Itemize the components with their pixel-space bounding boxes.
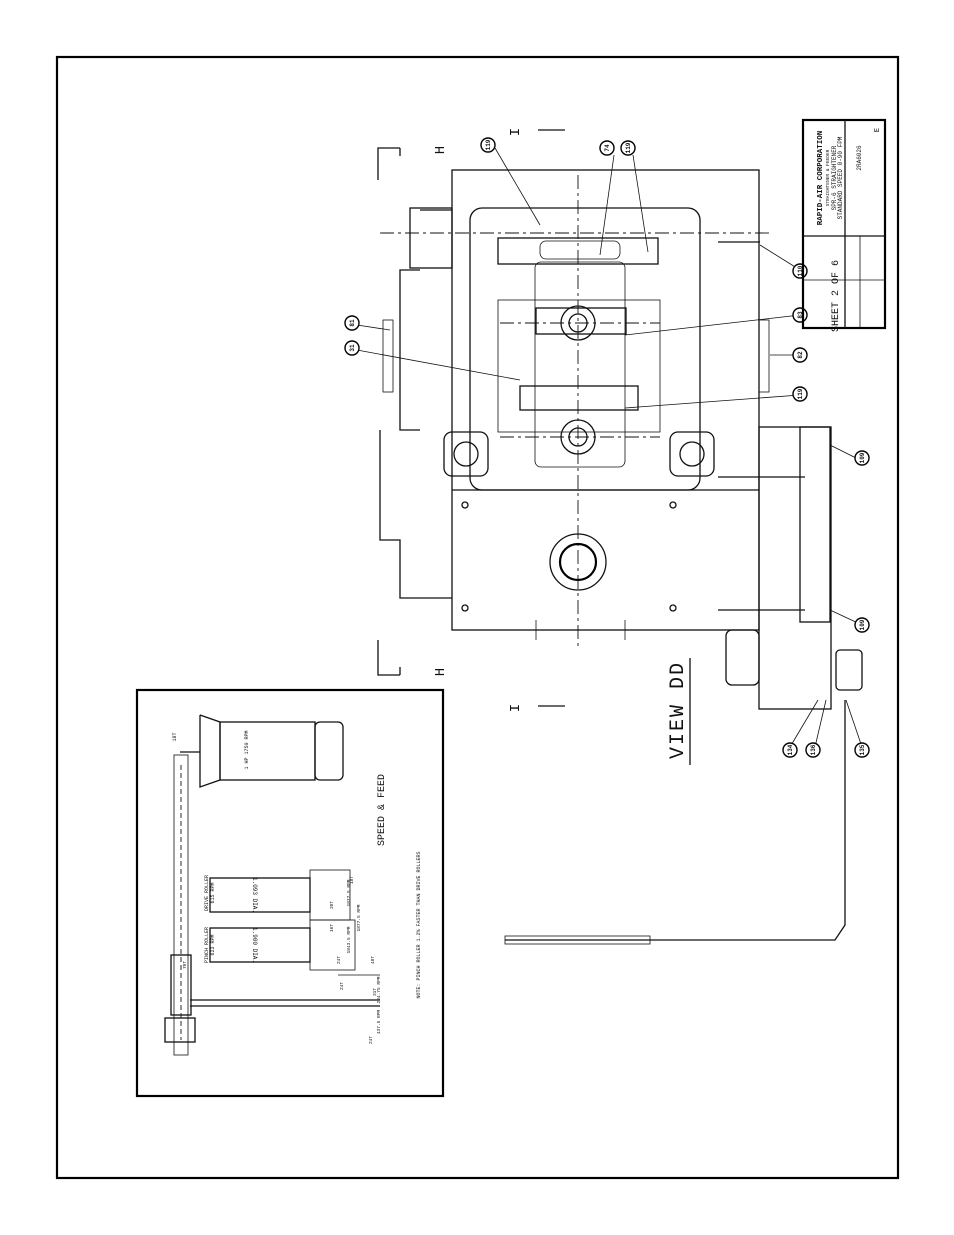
balloon: 119 — [620, 140, 636, 156]
svg-text:74: 74 — [604, 144, 611, 152]
svg-text:82: 82 — [797, 351, 804, 359]
svg-text:109: 109 — [859, 452, 866, 463]
main-frame — [451, 169, 760, 631]
balloon: 110 — [792, 263, 808, 279]
svg-text:110: 110 — [797, 265, 804, 276]
title-company: RAPID-AIR CORPORATION — [817, 131, 825, 226]
gear-label: 16T — [329, 924, 335, 932]
rpm-label: 437.5 RPM — [376, 1010, 382, 1035]
svg-text:119: 119 — [797, 388, 804, 399]
main-view: H H I I — [377, 128, 863, 945]
sheet-border — [55, 55, 900, 1180]
section-mark-h-bottom: H — [433, 668, 449, 676]
gear-label: 70T — [182, 961, 188, 969]
title-block: RAPID-AIR CORPORATION STRAIGHTENER & FEE… — [801, 118, 887, 332]
balloon: 135 — [854, 742, 870, 758]
balloon: 136 — [805, 742, 821, 758]
title-subtitle: STRAIGHTENER & FEEDER — [825, 149, 831, 206]
svg-text:83: 83 — [797, 311, 804, 319]
speed-feed-title: SPEED & FEED — [377, 774, 388, 846]
balloon: 31 — [344, 340, 360, 356]
speed-feed-inset: 18T 1 HP 1750 RPM DRIVE ROLLER 615 RPM 1… — [135, 688, 445, 1098]
rpm-label: 1877.5 RPM — [346, 879, 352, 906]
balloon: 74 — [599, 140, 615, 156]
balloon: 81 — [344, 315, 360, 331]
motor-gear-label: 18T — [172, 732, 178, 741]
sheet-number: SHEET 2 OF 6 — [831, 260, 842, 332]
title-drawing-no: 2RA6026 — [856, 145, 863, 171]
speed-feed-note: NOTE: PINCH ROLLER 1.2% FASTER THAN DRIV… — [416, 851, 422, 998]
section-mark-i-top: I — [508, 128, 524, 136]
title-speed: STANDARD SPEED 0-90 FPM — [837, 136, 844, 219]
balloon: 119 — [480, 137, 496, 153]
gear-label: 24T — [339, 982, 345, 990]
svg-text:134: 134 — [787, 744, 794, 755]
drive-roller-part: 1.093 DIA. — [251, 877, 258, 913]
title-rev: E — [874, 128, 882, 132]
balloon: 109 — [854, 450, 870, 466]
gear-label: 24T — [368, 1036, 374, 1044]
svg-text:119: 119 — [485, 139, 492, 150]
gear-label: 24T — [336, 956, 342, 964]
balloon-group: 119 74 119 81 31 110 83 82 119 109 109 1… — [344, 137, 870, 758]
gear-label: 48T — [370, 956, 376, 964]
balloon: 83 — [792, 307, 808, 323]
balloon: 134 — [782, 742, 798, 758]
gear-label: 20T — [329, 901, 335, 909]
motor-label: 1 HP 1750 RPM — [244, 730, 250, 769]
svg-text:136: 136 — [810, 744, 817, 755]
view-title: VIEW DD — [667, 661, 690, 759]
section-mark-i-bottom: I — [508, 704, 524, 712]
drive-roller-rpm: 615 RPM — [210, 882, 216, 903]
pinch-roller-rpm: 623 RPM — [210, 934, 216, 955]
svg-text:119: 119 — [625, 142, 632, 153]
rpm-label: 284.75 RPM — [376, 976, 382, 1003]
pinch-roller-label: PINCH ROLLER — [204, 927, 210, 963]
svg-text:135: 135 — [859, 744, 866, 755]
drive-roller-label: DRIVE ROLLER — [204, 875, 210, 911]
balloon: 82 — [792, 347, 808, 363]
rpm-label: 1877.5 RPM — [356, 904, 362, 931]
section-marks: H H I I — [377, 128, 565, 712]
svg-text:31: 31 — [349, 344, 356, 352]
balloon: 119 — [792, 386, 808, 402]
gear-label: 18T — [349, 876, 355, 884]
section-mark-h-top: H — [433, 146, 449, 154]
gear-label: 31T — [372, 988, 378, 996]
title-model: SPR-6 STRAIGHTENER — [831, 145, 838, 210]
svg-text:81: 81 — [349, 319, 356, 327]
rpm-label: 1843.5 RPM — [346, 926, 352, 953]
svg-text:109: 109 — [859, 619, 866, 630]
pinch-roller-part: 1.900 DIA. — [251, 927, 258, 963]
balloon: 109 — [854, 617, 870, 633]
